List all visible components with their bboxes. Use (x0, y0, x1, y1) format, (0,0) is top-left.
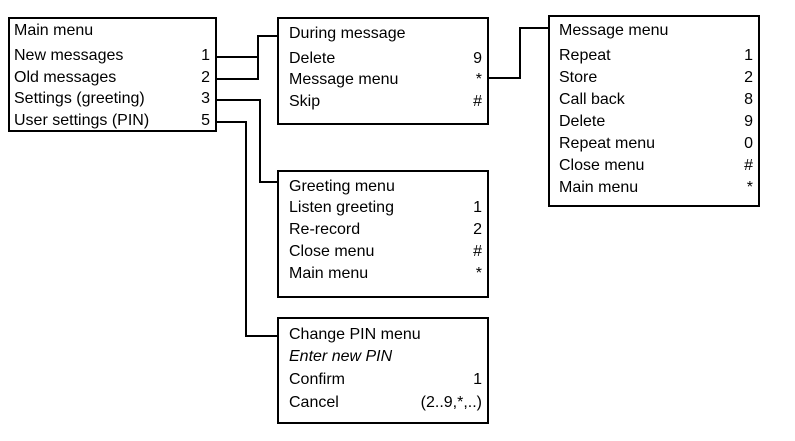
item-key: 1 (744, 47, 753, 64)
connector-old-messages (216, 36, 259, 80)
main-menu-item-new-messages: New messages 1 (14, 46, 210, 66)
item-label: Delete (289, 50, 336, 67)
item-key: 9 (473, 50, 482, 67)
main-menu-item-settings-greeting: Settings (greeting) 3 (14, 89, 210, 109)
connector-new-messages (216, 35, 278, 58)
greeting-menu-title: Greeting menu (289, 178, 395, 195)
item-key: * (746, 179, 753, 196)
item-label: New messages (14, 47, 124, 64)
item-label: Delete (559, 113, 606, 130)
message-menu-item-call-back: Call back 8 (559, 90, 753, 110)
item-key: # (473, 93, 482, 110)
during-message-title: During message (289, 25, 406, 42)
main-menu-item-old-messages: Old messages 2 (14, 68, 210, 88)
main-menu-box: Main menu New messages 1 Old messages 2 … (8, 17, 217, 132)
change-pin-item-confirm: Confirm 1 (289, 370, 482, 390)
main-menu-item-user-settings: User settings (PIN) 5 (14, 111, 210, 131)
message-menu-title: Message menu (559, 22, 669, 39)
item-key: # (473, 243, 482, 260)
connector-user-settings (216, 121, 278, 337)
item-label: Close menu (289, 243, 375, 260)
message-menu-item-repeat-menu: Repeat menu 0 (559, 134, 753, 154)
item-key: 1 (473, 371, 482, 388)
item-key: * (475, 265, 482, 282)
item-key: 9 (744, 113, 753, 130)
during-message-box: During message Delete 9 Message menu * S… (277, 17, 489, 125)
greeting-menu-item-close-menu: Close menu # (289, 242, 482, 262)
change-pin-item-cancel: Cancel (2..9,*,..) (289, 393, 482, 413)
message-menu-box: Message menu Repeat 1 Store 2 Call back … (548, 15, 760, 207)
item-key: # (744, 157, 753, 174)
item-label: Main menu (289, 265, 369, 282)
greeting-menu-item-listen-greeting: Listen greeting 1 (289, 198, 482, 218)
item-label: Main menu (559, 179, 639, 196)
item-label: User settings (PIN) (14, 112, 150, 129)
item-key: 5 (201, 112, 210, 129)
greeting-menu-item-re-record: Re-record 2 (289, 220, 482, 240)
during-message-item-skip: Skip # (289, 92, 482, 112)
item-key: 1 (201, 47, 210, 64)
item-label: Repeat menu (559, 135, 656, 152)
main-menu-title: Main menu (14, 22, 94, 39)
item-key: 2 (473, 221, 482, 238)
message-menu-item-close-menu: Close menu # (559, 156, 753, 176)
change-pin-menu-box: Change PIN menu Enter new PIN Confirm 1 … (277, 317, 489, 424)
item-label: Call back (559, 91, 625, 108)
item-label: Settings (greeting) (14, 90, 145, 107)
item-label: Old messages (14, 69, 117, 86)
item-key: 0 (744, 135, 753, 152)
item-key: 2 (744, 69, 753, 86)
change-pin-prompt: Enter new PIN (289, 348, 393, 365)
item-key: 1 (473, 199, 482, 216)
item-label: Cancel (289, 394, 339, 411)
connector-settings-greeting (216, 99, 278, 183)
item-label: Skip (289, 93, 321, 110)
greeting-menu-box: Greeting menu Listen greeting 1 Re-recor… (277, 170, 489, 298)
item-label: Re-record (289, 221, 361, 238)
item-label: Listen greeting (289, 199, 394, 216)
message-menu-item-main-menu: Main menu * (559, 178, 753, 198)
message-menu-item-store: Store 2 (559, 68, 753, 88)
connector-message-menu (488, 27, 549, 79)
message-menu-item-repeat: Repeat 1 (559, 46, 753, 66)
greeting-menu-item-main-menu: Main menu * (289, 264, 482, 284)
item-key: 8 (744, 91, 753, 108)
item-label: Confirm (289, 371, 346, 388)
item-label: Close menu (559, 157, 645, 174)
change-pin-menu-title: Change PIN menu (289, 326, 421, 343)
item-key: (2..9,*,..) (420, 394, 482, 411)
during-message-item-delete: Delete 9 (289, 49, 482, 69)
item-label: Message menu (289, 71, 399, 88)
item-key: * (475, 71, 482, 88)
item-key: 2 (201, 69, 210, 86)
during-message-item-message-menu: Message menu * (289, 70, 482, 90)
item-label: Store (559, 69, 598, 86)
message-menu-item-delete: Delete 9 (559, 112, 753, 132)
item-key: 3 (201, 90, 210, 107)
item-label: Repeat (559, 47, 611, 64)
